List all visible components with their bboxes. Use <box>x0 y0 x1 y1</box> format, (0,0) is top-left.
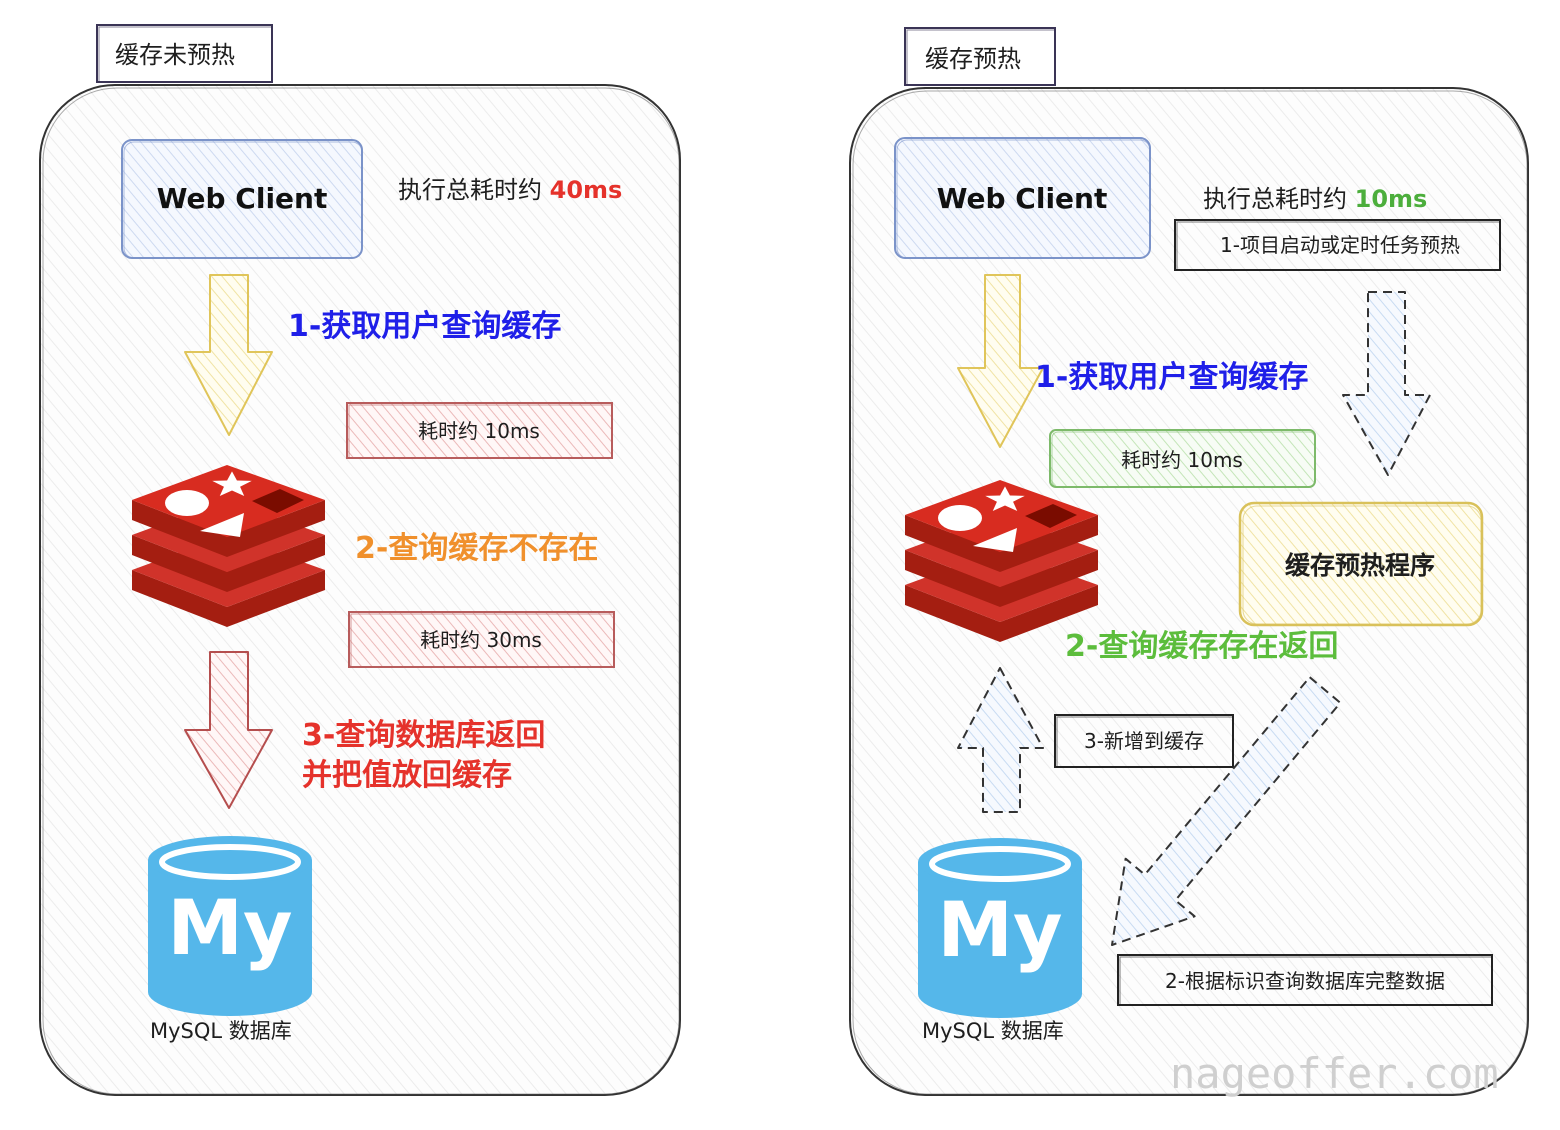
warmup-program-box: 缓存预热程序 <box>1238 501 1484 627</box>
left-step1-label: 1-获取用户查询缓存 <box>288 309 561 344</box>
left-web-client-label: Web Client <box>157 182 328 215</box>
right-panel: 缓存预热 Web Client 执行总耗时约 10ms 1-项目启动或定时任务预… <box>849 27 1529 1096</box>
left-mysql-logo-text: My <box>167 883 292 972</box>
query-db-arrow-diagonal <box>1111 676 1342 946</box>
left-step3-line1: 3-查询数据库返回 <box>302 718 545 753</box>
mysql-icon: My <box>148 836 312 1016</box>
right-title-tag: 缓存预热 <box>904 27 1056 86</box>
left-arrow-query-db <box>184 651 273 809</box>
left-step2-label: 2-查询缓存不存在 <box>355 531 598 566</box>
right-db-label: MySQL 数据库 <box>922 1019 1064 1043</box>
right-step2-label: 2-查询缓存存在返回 <box>1065 629 1338 664</box>
right-total-time: 执行总耗时约 10ms <box>1203 185 1427 213</box>
right-arrow-get-cache <box>957 274 1044 448</box>
mysql-icon: My <box>918 838 1082 1018</box>
left-panel: 缓存未预热 Web Client 执行总耗时约 40ms 1-获取用户查询缓存 … <box>39 24 681 1096</box>
right-step1-label: 1-获取用户查询缓存 <box>1035 360 1308 395</box>
right-mysql-logo-text: My <box>937 885 1062 974</box>
warmup-trigger-box: 1-项目启动或定时任务预热 <box>1174 219 1501 271</box>
right-web-client-label: Web Client <box>937 182 1108 215</box>
left-time2-text: 耗时约 30ms <box>420 628 542 652</box>
right-web-client: Web Client <box>894 137 1151 259</box>
left-time1-text: 耗时约 10ms <box>418 419 540 443</box>
left-total-prefix: 执行总耗时约 <box>398 176 550 204</box>
right-time1-text: 耗时约 10ms <box>1121 448 1243 472</box>
left-time2-box: 耗时约 30ms <box>348 611 615 668</box>
add-to-cache-box: 3-新增到缓存 <box>1054 714 1234 768</box>
left-arrow-get-cache <box>184 274 273 436</box>
right-total-value: 10ms <box>1355 185 1428 213</box>
warmup-program-text: 缓存预热程序 <box>1285 551 1435 580</box>
left-db-label: MySQL 数据库 <box>150 1019 292 1043</box>
add-to-cache-arrow-up <box>957 667 1044 813</box>
left-web-client: Web Client <box>121 139 363 259</box>
right-total-prefix: 执行总耗时约 <box>1203 185 1355 213</box>
add-to-cache-text: 3-新增到缓存 <box>1084 729 1204 753</box>
left-title-text: 缓存未预热 <box>115 41 235 69</box>
left-title-tag: 缓存未预热 <box>96 24 273 83</box>
query-db-text: 2-根据标识查询数据库完整数据 <box>1165 969 1445 993</box>
left-time1-box: 耗时约 10ms <box>346 402 613 459</box>
right-title-text: 缓存预热 <box>925 45 1021 73</box>
warmup-arrow-down <box>1342 291 1431 476</box>
query-db-box: 2-根据标识查询数据库完整数据 <box>1117 954 1493 1006</box>
left-total-value: 40ms <box>550 176 623 204</box>
left-step3-line2: 并把值放回缓存 <box>302 758 512 793</box>
right-time1-box: 耗时约 10ms <box>1049 429 1316 488</box>
left-total-time: 执行总耗时约 40ms <box>398 176 622 204</box>
watermark: nageoffer.com <box>1170 1049 1499 1098</box>
warmup-trigger-text: 1-项目启动或定时任务预热 <box>1220 233 1460 257</box>
